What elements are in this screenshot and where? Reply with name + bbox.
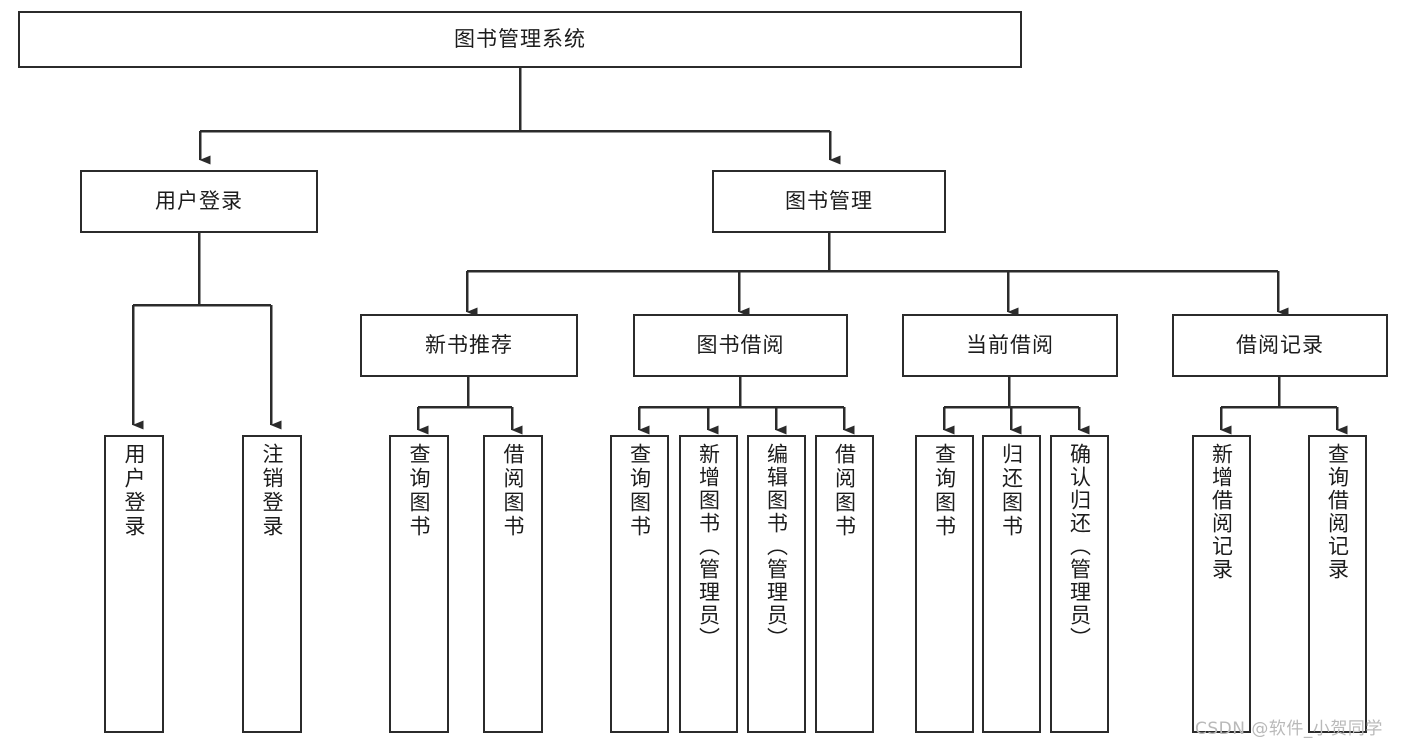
watermark-text: CSDN @软件_小贺同学: [1195, 719, 1383, 739]
node-book-borrow[interactable]: 图书借阅: [633, 314, 848, 377]
node-label: 编辑图书（管理员）: [764, 443, 789, 650]
node-leaf-record-add-record[interactable]: 新增借阅记录: [1192, 435, 1251, 733]
node-label: 图书管理系统: [454, 26, 586, 51]
node-leaf-borrow-edit-book-admin[interactable]: 编辑图书（管理员）: [747, 435, 806, 733]
node-leaf-borrow-query-book[interactable]: 查询图书: [610, 435, 669, 733]
node-borrow-record[interactable]: 借阅记录: [1172, 314, 1388, 377]
node-label: 用户登录: [155, 188, 243, 213]
node-label: 查询借阅记录: [1325, 443, 1350, 581]
node-root-book-management-system[interactable]: 图书管理系统: [18, 11, 1022, 68]
node-leaf-user-login[interactable]: 用户登录: [104, 435, 164, 733]
node-label: 确认归还（管理员）: [1067, 443, 1092, 650]
node-leaf-user-logout[interactable]: 注销登录: [242, 435, 302, 733]
node-label: 查询图书: [932, 443, 957, 539]
node-label: 借阅图书: [501, 443, 526, 539]
node-label: 新书推荐: [425, 332, 513, 357]
node-user-login[interactable]: 用户登录: [80, 170, 318, 233]
node-leaf-borrow-borrow-book[interactable]: 借阅图书: [815, 435, 874, 733]
node-leaf-recommend-query-book[interactable]: 查询图书: [389, 435, 449, 733]
node-label: 归还图书: [999, 443, 1024, 539]
node-label: 新增图书（管理员）: [696, 443, 721, 650]
node-label: 借阅图书: [832, 443, 857, 539]
node-leaf-current-query-book[interactable]: 查询图书: [915, 435, 974, 733]
node-label: 注销登录: [260, 443, 285, 539]
node-label: 查询图书: [407, 443, 432, 539]
node-leaf-borrow-add-book-admin[interactable]: 新增图书（管理员）: [679, 435, 738, 733]
node-new-book-recommend[interactable]: 新书推荐: [360, 314, 578, 377]
node-leaf-current-confirm-return-admin[interactable]: 确认归还（管理员）: [1050, 435, 1109, 733]
node-leaf-recommend-borrow-book[interactable]: 借阅图书: [483, 435, 543, 733]
node-book-management[interactable]: 图书管理: [712, 170, 946, 233]
node-label: 借阅记录: [1236, 332, 1324, 357]
node-label: 图书借阅: [696, 332, 785, 357]
node-leaf-record-query-record[interactable]: 查询借阅记录: [1308, 435, 1367, 733]
node-current-borrow[interactable]: 当前借阅: [902, 314, 1118, 377]
node-label: 用户登录: [122, 443, 147, 539]
node-label: 查询图书: [627, 443, 652, 539]
node-label: 当前借阅: [966, 332, 1054, 357]
node-label: 新增借阅记录: [1209, 443, 1234, 581]
node-leaf-current-return-book[interactable]: 归还图书: [982, 435, 1041, 733]
node-label: 图书管理: [785, 188, 873, 213]
